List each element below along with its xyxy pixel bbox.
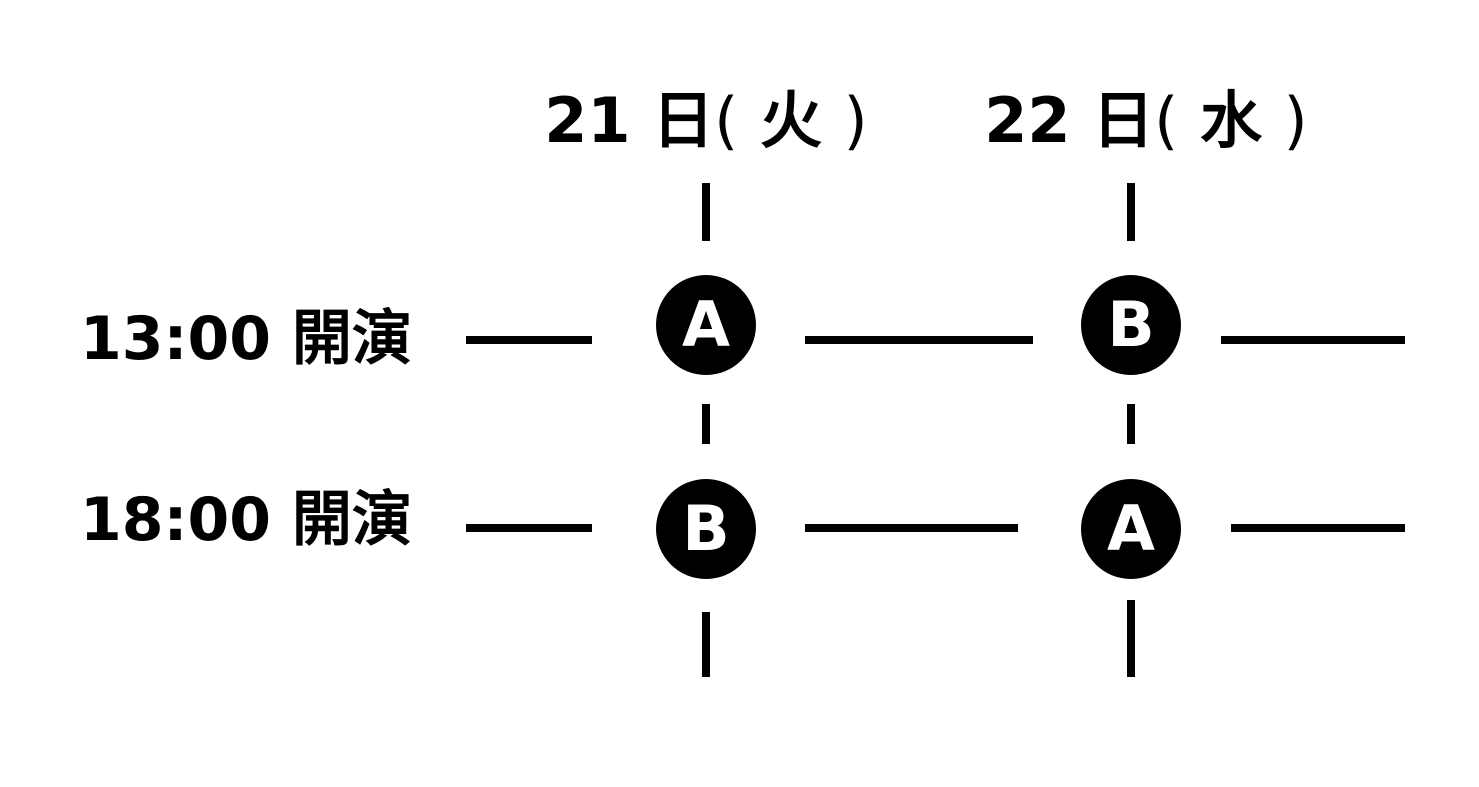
open-paren: (: [1154, 84, 1179, 157]
close-paren: ): [1283, 84, 1308, 157]
column-header-day-2: 22 日( 水 ): [984, 90, 1308, 152]
day-number: 21: [544, 84, 631, 157]
col-1-line-top: [702, 183, 710, 241]
row-label: 開演: [291, 304, 412, 374]
day-number: 22: [984, 84, 1071, 157]
badge-row-2-col-2: A: [1081, 479, 1181, 579]
row-time: 18:00: [80, 485, 271, 555]
row-label: 開演: [291, 485, 412, 555]
badge-row-1-col-2: B: [1081, 275, 1181, 375]
row-1-line-left: [466, 336, 592, 344]
row-2-line-right: [1231, 524, 1405, 532]
col-2-line-top: [1127, 183, 1135, 241]
badge-row-2-col-1: B: [656, 479, 756, 579]
row-2-line-middle: [805, 524, 1018, 532]
badge-row-1-col-1: A: [656, 275, 756, 375]
col-1-line-bottom: [702, 612, 710, 677]
row-header-1: 13:00 開演: [80, 309, 412, 369]
row-time: 13:00: [80, 304, 271, 374]
weekday: 水: [1199, 84, 1262, 157]
row-1-line-middle: [805, 336, 1033, 344]
col-2-line-bottom: [1127, 600, 1135, 677]
row-1-line-right: [1221, 336, 1405, 344]
weekday: 火: [759, 84, 822, 157]
row-2-line-left: [466, 524, 592, 532]
row-header-2: 18:00 開演: [80, 490, 412, 550]
close-paren: ): [843, 84, 868, 157]
open-paren: (: [714, 84, 739, 157]
day-unit: 日: [1092, 84, 1155, 157]
col-2-line-middle: [1127, 404, 1135, 444]
day-unit: 日: [652, 84, 715, 157]
col-1-line-middle: [702, 404, 710, 444]
column-header-day-1: 21 日( 火 ): [544, 90, 868, 152]
